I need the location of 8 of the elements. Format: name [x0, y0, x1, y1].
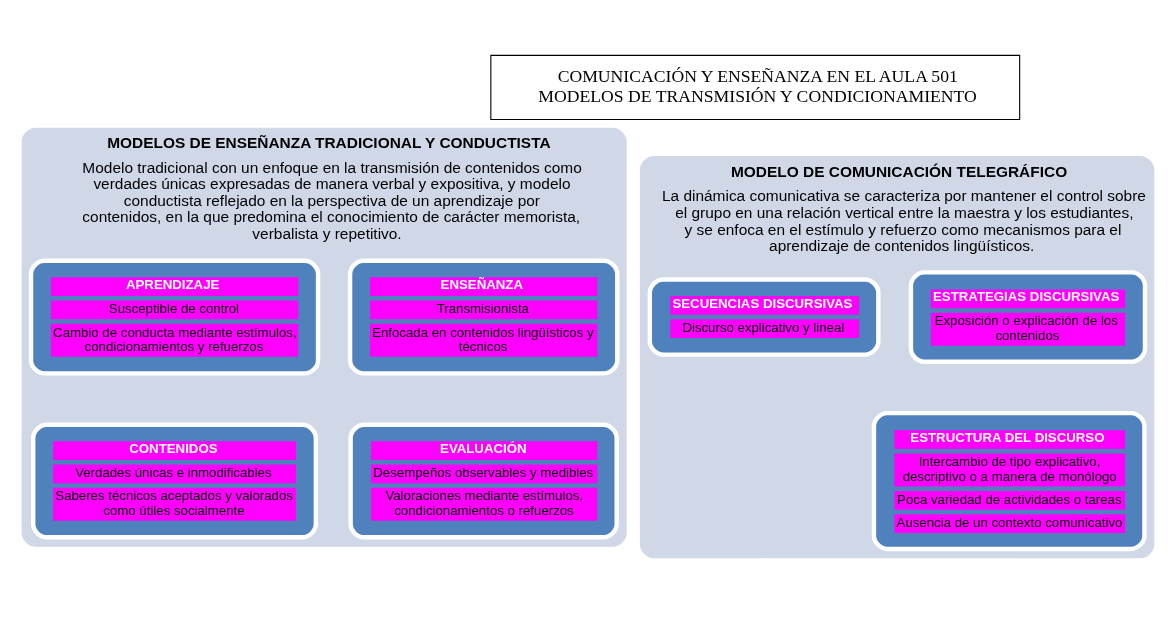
node-box: ESTRUCTURA DEL DISCURSO Intercambio de tipo explicativo, descriptivo o a manera de monólogo Poca variedad de actividades o tareas Ausencia de un contexto comunicativo — [871, 410, 1147, 551]
node-box: CONTENIDOS Verdades únicas e inmodificables Saberes técnicos aceptados y valorados como útiles socialmente — [31, 422, 319, 540]
node-box: APRENDIZAJE Susceptible de control Cambio de conducta mediante estímulos, condicionamientos y refuerzos — [28, 258, 321, 376]
node-box: COMUNICACIÓN Y ENSEÑANZA EN EL AULA 501 MODELOS DE TRANSMISIÓN Y CONDICIONAMIENTO — [490, 54, 1021, 120]
node-box: SECUENCIAS DISCURSIVAS Discurso explicativo y lineal — [647, 276, 881, 357]
node-box: ENSEÑANZA Transmisionista Enfocada en contenidos lingüísticos y técnicos — [347, 258, 620, 376]
node-box: ESTRATEGIAS DISCURSIVAS Exposición o explicación de los contenidos — [908, 269, 1148, 364]
node-box: EVALUACIÓN Desempeños observables y medibles Valoraciones mediante estímulos, condicionamientos o refuerzos — [348, 422, 619, 540]
